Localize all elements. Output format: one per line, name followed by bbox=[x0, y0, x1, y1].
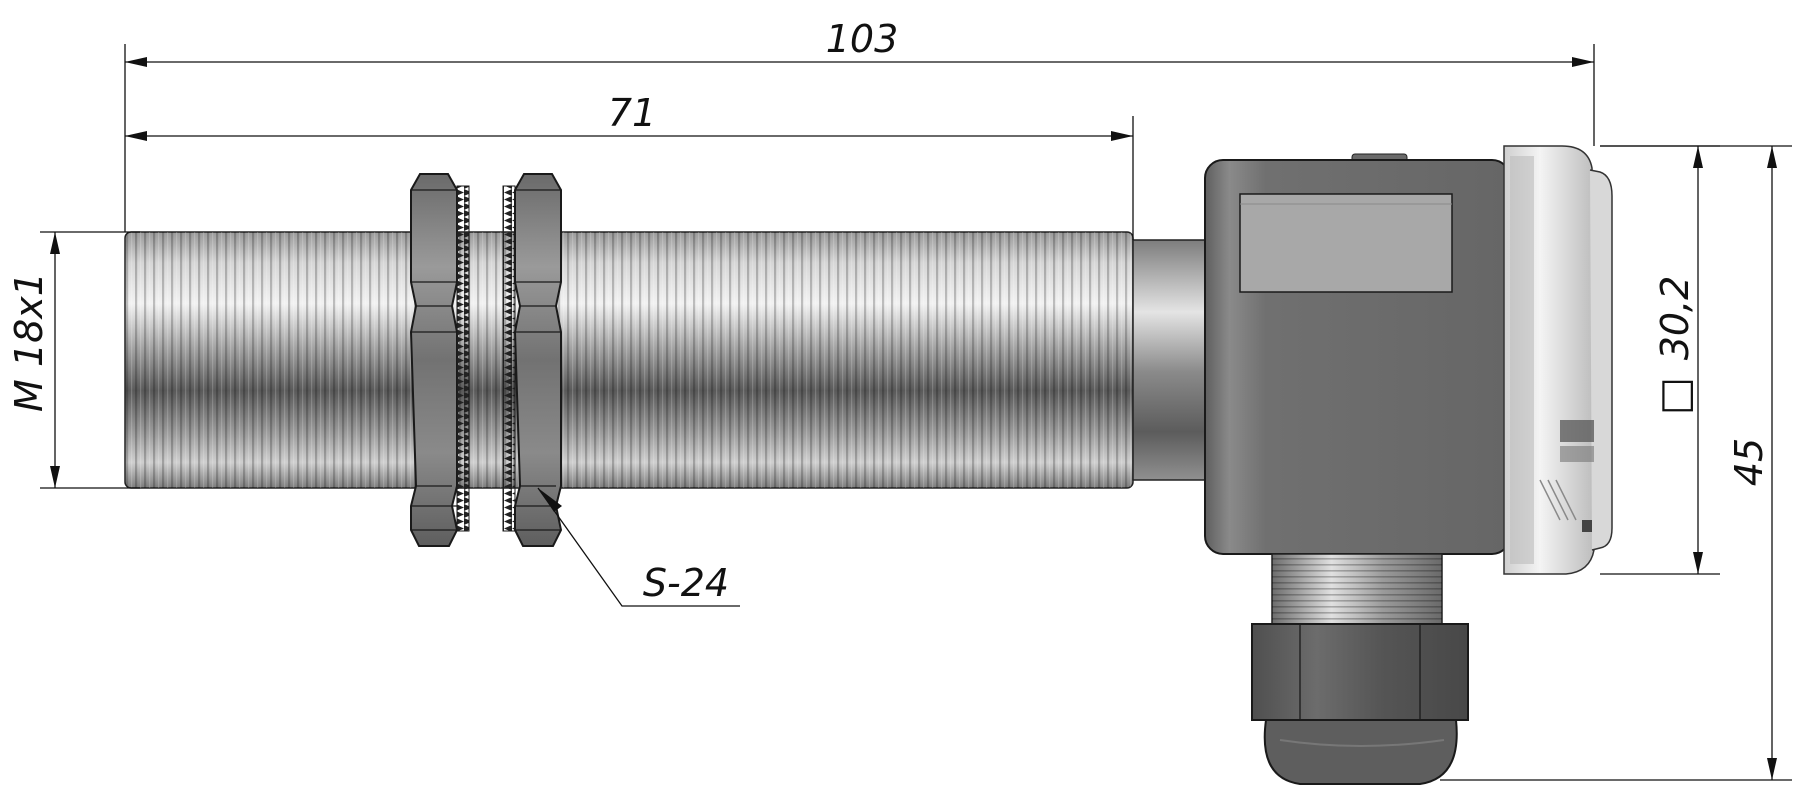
lock-nut-left bbox=[409, 173, 470, 547]
cable-gland bbox=[1251, 553, 1469, 785]
housing-window bbox=[1239, 193, 1453, 293]
square-symbol: □ bbox=[1652, 377, 1698, 415]
dimension-lines bbox=[40, 44, 1792, 781]
dim-overall-height: 45 bbox=[1727, 438, 1771, 486]
dim-overall-length: 103 bbox=[826, 17, 899, 61]
s24-leader-arrow bbox=[538, 488, 562, 512]
barrel-neck bbox=[1132, 239, 1206, 481]
threaded-barrel bbox=[124, 231, 1134, 489]
lock-nut-right bbox=[502, 173, 563, 547]
dim-wrench-size: S-24 bbox=[643, 561, 729, 605]
connector-housing bbox=[1204, 153, 1511, 555]
dim-housing-square: 30,2 bbox=[1653, 276, 1697, 361]
dim-thread-length: 71 bbox=[608, 91, 656, 135]
housing-cap bbox=[1503, 145, 1613, 575]
dim-thread-size: M 18x1 bbox=[7, 272, 51, 412]
